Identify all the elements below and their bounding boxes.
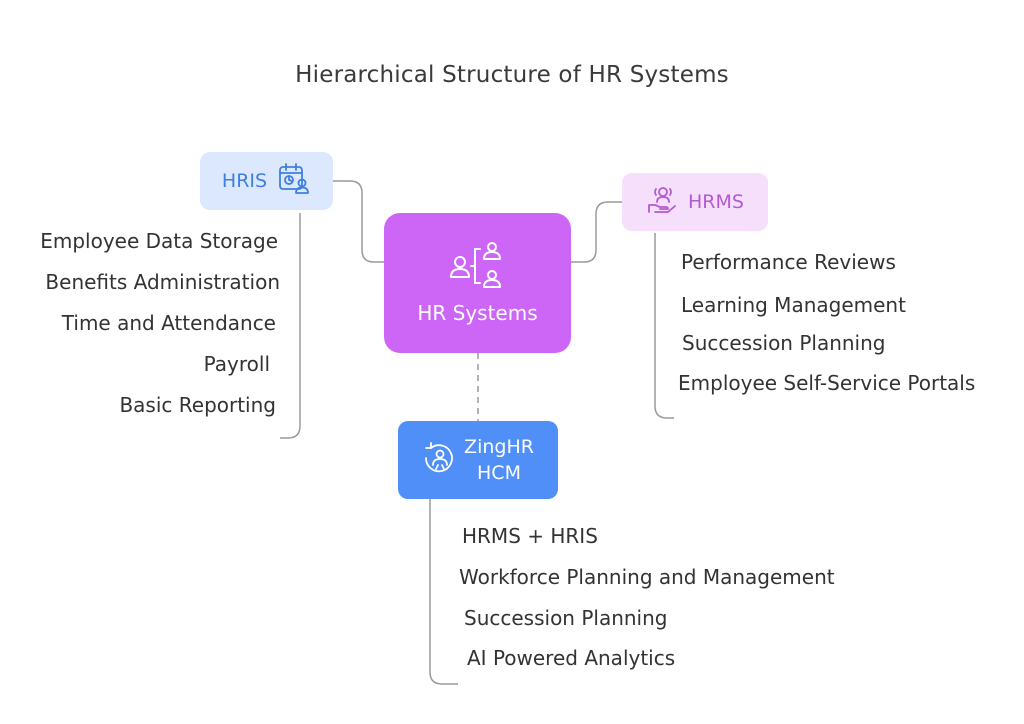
zinghr-hcm-label: ZingHR HCM [464,436,534,484]
list-item: Payroll [203,352,270,376]
list-item: Learning Management [681,293,906,317]
org-chart-people-icon [449,241,507,295]
hrms-label: HRMS [688,191,744,213]
list-item: Basic Reporting [119,393,276,417]
hrms-connector [571,201,622,263]
hris-node[interactable]: HRIS [200,152,333,210]
hris-label: HRIS [221,170,268,192]
calendar-person-icon [277,162,311,201]
list-item: Performance Reviews [681,250,896,274]
diagram-title: Hierarchical Structure of HR Systems [295,62,729,88]
list-item: Employee Self-Service Portals [678,371,976,395]
list-item: HRMS + HRIS [462,524,598,548]
hrms-list-bracket [654,233,674,419]
list-item: Succession Planning [464,606,668,630]
hris-list-bracket [280,213,301,439]
list-item: Workforce Planning and Management [459,565,835,589]
list-item: Time and Attendance [61,311,276,335]
list-item: Succession Planning [682,331,886,355]
zinghr-list-bracket [429,499,458,685]
list-item: AI Powered Analytics [467,646,676,670]
hr-systems-label: HR Systems [417,301,538,325]
list-item: Benefits Administration [45,270,280,294]
zinghr-hcm-node[interactable]: ZingHR HCM [398,421,558,499]
hr-systems-node[interactable]: HR Systems [384,213,571,353]
hrms-node[interactable]: HRMS [622,173,768,231]
hris-connector [333,180,384,263]
hand-holding-person-icon [646,184,678,221]
person-refresh-icon [422,441,456,479]
list-item: Employee Data Storage [40,229,278,253]
